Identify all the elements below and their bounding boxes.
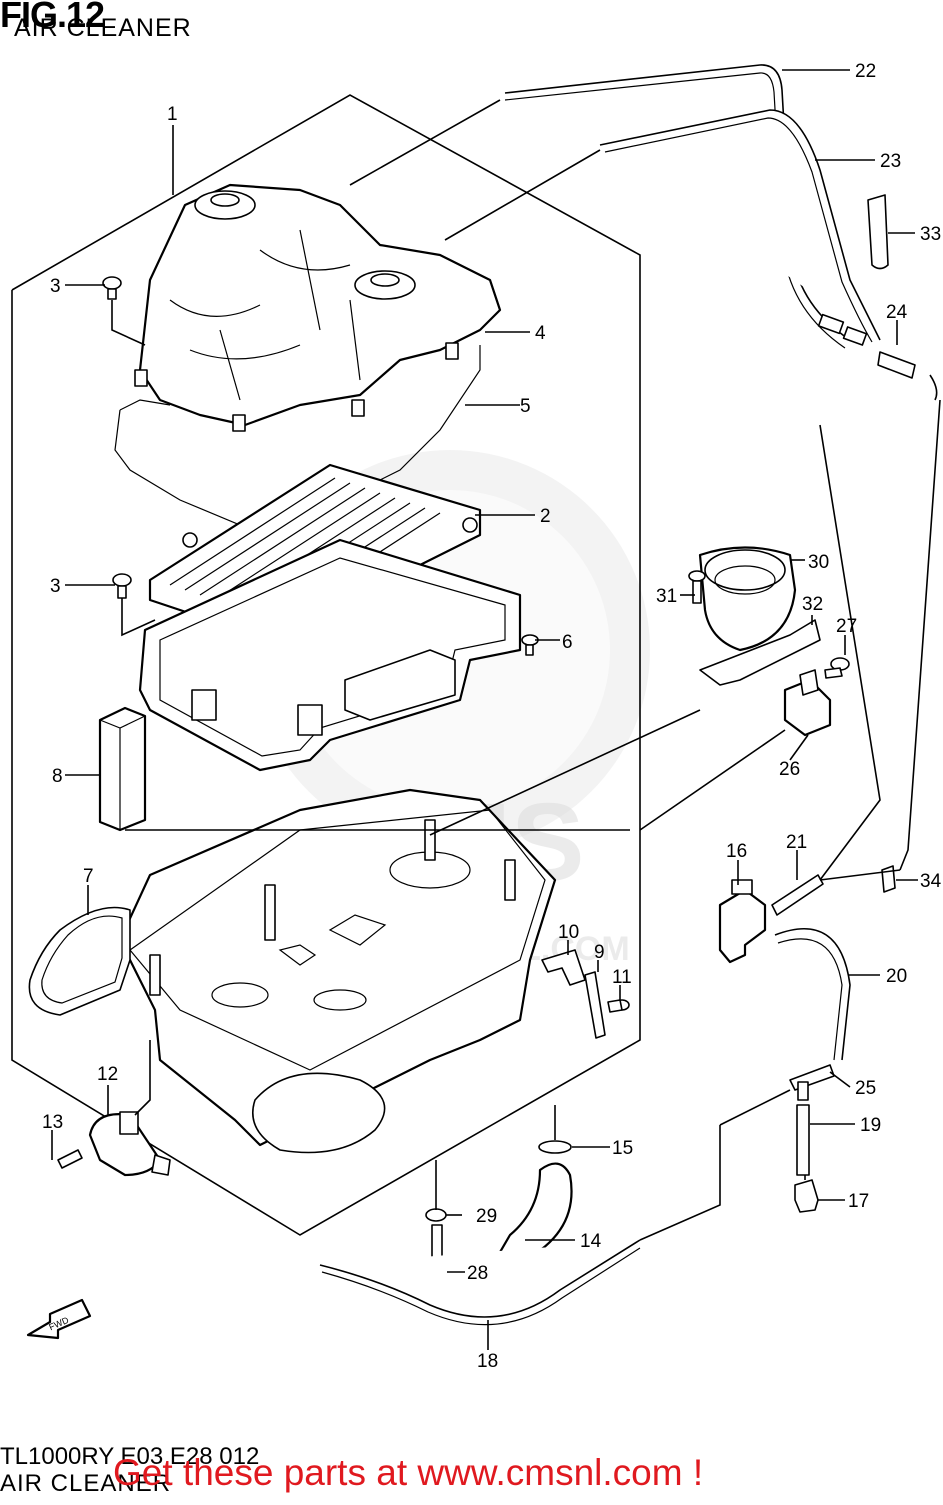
part-21-hose: [771, 874, 824, 916]
part-23-hose: [599, 109, 881, 343]
part-12-sensor: [88, 1111, 171, 1177]
callout-2: 2: [540, 506, 551, 527]
fwd-arrow-icon: FWD: [26, 1298, 92, 1340]
callout-20: 20: [886, 966, 907, 987]
callout-31: 31: [656, 586, 677, 607]
callout-15: 15: [612, 1138, 633, 1159]
model-code: TL1000RY E03 E28 012: [0, 1443, 260, 1470]
part-26-sensor: [783, 669, 832, 737]
part-9-bracket: [584, 971, 606, 1039]
callout-30: 30: [808, 552, 829, 573]
exploded-frame: [11, 94, 641, 1236]
callout-25: 25: [855, 1078, 876, 1099]
callout-18: 18: [477, 1351, 498, 1372]
part-34-clip: [881, 865, 896, 893]
callout-11: 11: [612, 967, 632, 988]
callout-19: 19: [860, 1115, 881, 1136]
callout-10: 10: [558, 922, 579, 943]
part-19-hose: [796, 1104, 810, 1176]
leader-lines: [51, 69, 918, 1350]
callout-3a: 3: [50, 276, 61, 297]
callout-33: 33: [920, 224, 941, 245]
case-upper-frame: [138, 538, 522, 772]
callout-3b: 3: [50, 576, 61, 597]
callout-9: 9: [594, 942, 605, 963]
callout-32: 32: [802, 594, 823, 615]
part-24-tee: [817, 313, 938, 401]
figure-number: FIG.12: [0, 0, 105, 35]
part-25-tee: [789, 1064, 835, 1101]
part-20-hose: [774, 927, 851, 1061]
footer-title: AIR CLEANER: [0, 1470, 172, 1497]
callout-16: 16: [726, 841, 747, 862]
part-6-screw: [521, 634, 539, 656]
guide-lines: [111, 99, 941, 1241]
callout-1: 1: [167, 104, 178, 125]
callout-21: 21: [786, 832, 807, 853]
part-30-intake-rubber: [698, 546, 797, 652]
figure-title: AIR CLEANER: [14, 14, 192, 42]
callout-22: 22: [855, 61, 876, 82]
part-11-screw: [607, 999, 630, 1013]
part-8-sponge: [98, 706, 147, 832]
callout-labels: 1 2 3 3 4 5 6 7 8 9 10 11 12 13 14 15 16…: [42, 61, 942, 1372]
callout-28: 28: [467, 1263, 488, 1284]
part-3-screw-mid: [112, 573, 132, 599]
part-18-hose: [319, 1239, 641, 1326]
part-10-bracket: [541, 949, 586, 986]
case-lower: [118, 788, 557, 1154]
callout-5: 5: [520, 396, 531, 417]
part-7-seal-ring: [28, 906, 131, 1016]
part-33-clip: [867, 194, 889, 270]
part-32-clamp: [699, 619, 821, 686]
callout-26: 26: [779, 759, 800, 780]
callout-4: 4: [535, 323, 546, 344]
callout-27: 27: [836, 616, 857, 637]
part-3-screw-top: [102, 276, 122, 300]
part-1-cap: [134, 183, 502, 432]
callout-29: 29: [476, 1206, 497, 1227]
callout-7: 7: [83, 866, 94, 887]
part-27-bolt: [824, 657, 850, 679]
callout-8: 8: [52, 766, 63, 787]
callout-13: 13: [42, 1112, 63, 1133]
callout-34: 34: [920, 871, 942, 892]
promo-link[interactable]: Get these parts at www.cmsnl.com !: [113, 1452, 704, 1493]
part-17-valve: [794, 1179, 819, 1213]
part-15-clamp: [538, 1140, 572, 1154]
callout-12: 12: [97, 1064, 118, 1085]
part-31-bolt: [688, 570, 706, 604]
part-16-valve: [718, 879, 767, 964]
callout-24: 24: [886, 302, 908, 323]
callout-23: 23: [880, 151, 901, 172]
part-13-screw: [57, 1149, 83, 1169]
part-29-washer: [425, 1208, 447, 1222]
callout-14: 14: [580, 1231, 602, 1252]
callout-17: 17: [848, 1191, 869, 1212]
callout-6: 6: [562, 632, 573, 653]
